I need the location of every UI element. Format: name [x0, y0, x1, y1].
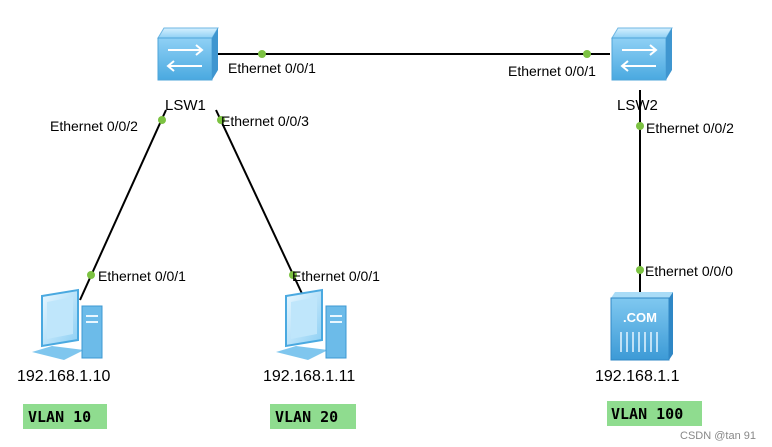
- pc-base-icon: [276, 346, 328, 360]
- port-labels: Ethernet 0/0/1 Ethernet 0/0/1 Ethernet 0…: [50, 60, 734, 284]
- port-label: Ethernet 0/0/3: [221, 113, 309, 129]
- port-label: Ethernet 0/0/1: [508, 63, 596, 79]
- port-dots: [87, 50, 644, 279]
- port-label: Ethernet 0/0/1: [98, 268, 186, 284]
- switch-arrows-icon: [166, 44, 204, 72]
- links: [79, 53, 641, 301]
- pc-tower-icon: [325, 305, 347, 359]
- pc-screen: [47, 297, 73, 339]
- vlan-label: VLAN 20: [275, 408, 338, 426]
- link-lsw1-pc2: [215, 109, 306, 301]
- server-icon: [610, 297, 670, 361]
- pc-tower-icon: [81, 305, 103, 359]
- pc-1[interactable]: [32, 288, 103, 360]
- port-dot: [583, 50, 591, 58]
- vlan-badge-pc2: VLAN 20: [270, 404, 356, 429]
- port-label: Ethernet 0/0/1: [228, 60, 316, 76]
- port-dot: [636, 266, 644, 274]
- switch-arrows-icon: [620, 44, 658, 72]
- port-label: Ethernet 0/0/1: [292, 268, 380, 284]
- switch-side: [212, 28, 218, 80]
- switch-front: [157, 37, 213, 81]
- ip-label-server: 192.168.1.1: [595, 368, 680, 385]
- link-lsw1-pc1: [79, 109, 167, 301]
- device-label-lsw2: LSW2: [617, 97, 658, 114]
- vlan-label: VLAN 10: [28, 408, 91, 426]
- switch-lsw1[interactable]: [157, 27, 219, 81]
- switch-side: [666, 28, 672, 80]
- ip-label-pc1: 192.168.1.10: [17, 368, 111, 385]
- port-dot: [217, 116, 225, 124]
- server[interactable]: .COM: [610, 292, 673, 361]
- port-dot: [289, 271, 297, 279]
- server-badge: .COM: [623, 310, 657, 325]
- port-dot: [636, 122, 644, 130]
- port-dot: [258, 50, 266, 58]
- vlan-badge-server: VLAN 100: [607, 401, 702, 426]
- switch-icon: [157, 27, 219, 39]
- port-label: Ethernet 0/0/2: [646, 120, 734, 136]
- port-dot: [87, 271, 95, 279]
- switch-lsw2[interactable]: [611, 27, 673, 81]
- vlan-badge-pc1: VLAN 10: [23, 404, 107, 429]
- switch-front: [611, 37, 667, 81]
- switch-icon: [611, 27, 673, 39]
- server-top: [611, 292, 673, 298]
- server-side: [669, 292, 673, 360]
- pc-2[interactable]: [276, 288, 347, 360]
- vlan-label: VLAN 100: [611, 405, 683, 423]
- ip-label-pc2: 192.168.1.11: [263, 368, 355, 385]
- port-dot: [158, 116, 166, 124]
- pc-screen: [291, 297, 317, 339]
- server-slots: [620, 332, 658, 352]
- watermark: CSDN @tan 91: [680, 430, 756, 442]
- device-label-lsw1: LSW1: [165, 97, 206, 114]
- pc-base-icon: [32, 346, 84, 360]
- port-label: Ethernet 0/0/0: [645, 263, 733, 279]
- port-label: Ethernet 0/0/2: [50, 118, 138, 134]
